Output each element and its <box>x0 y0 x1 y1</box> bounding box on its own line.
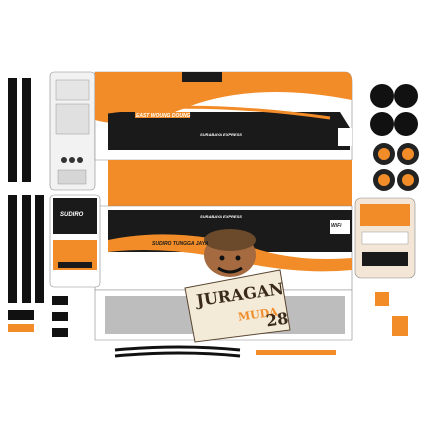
side-panel-upper <box>94 71 353 161</box>
small-tabs <box>8 296 68 337</box>
mascot-character <box>204 229 256 277</box>
side-label-bottom: SUDIRO TUNGGA JAYA <box>152 241 209 247</box>
side-panel-middle-band <box>108 160 352 206</box>
roof-panel <box>49 71 96 191</box>
side-label-bottom-small: SURABAYA EXPRESS <box>200 214 242 219</box>
rear-face <box>354 197 416 279</box>
front-face <box>49 194 101 288</box>
wheels <box>370 84 419 191</box>
left-strips <box>8 78 44 303</box>
bottom-strips <box>114 345 336 358</box>
window-tag: WiFi <box>331 223 342 229</box>
watermark-number: 28 <box>264 308 290 331</box>
front-label: SUDIRO <box>60 212 84 218</box>
watermark-board <box>184 269 291 343</box>
side-panel-lower <box>94 205 353 291</box>
side-label-top-small: SURABAYA EXPRESS <box>200 132 242 137</box>
side-label-top: EAST WOUNG DOUNG <box>136 113 191 119</box>
